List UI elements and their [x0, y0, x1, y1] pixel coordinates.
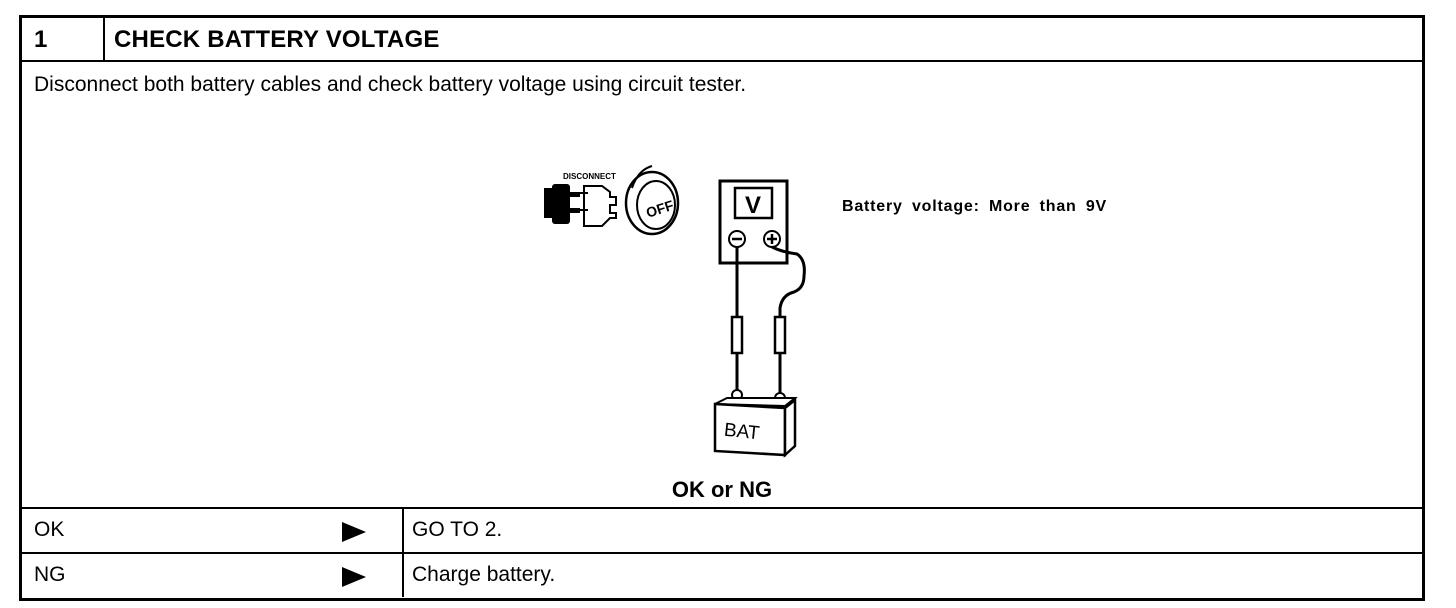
result-row-ng: NG Charge battery. — [22, 554, 1422, 597]
column-divider — [402, 554, 404, 597]
battery-label: BAT — [723, 420, 761, 445]
step-header: 1 CHECK BATTERY VOLTAGE — [22, 18, 1422, 62]
arrow-right-icon — [342, 522, 366, 542]
battery-icon: BAT — [713, 389, 798, 458]
result-action: Charge battery. — [412, 563, 556, 586]
diagnostic-procedure-table: 1 CHECK BATTERY VOLTAGE Disconnect both … — [19, 15, 1425, 601]
step-title: CHECK BATTERY VOLTAGE — [114, 26, 440, 53]
disconnect-label: DISCONNECT — [563, 172, 616, 181]
ok-or-ng-question: OK or NG — [671, 477, 773, 502]
battery-voltage-diagram: DISCONNECT OFF V — [544, 165, 806, 458]
result-label: OK — [34, 518, 65, 541]
arrow-right-icon — [342, 567, 366, 587]
result-label: NG — [34, 563, 66, 586]
result-action: GO TO 2. — [412, 518, 503, 541]
test-leads — [730, 245, 806, 402]
instruction-text: Disconnect both battery cables and check… — [34, 73, 747, 96]
step-number: 1 — [22, 18, 105, 60]
column-divider — [402, 509, 404, 552]
voltmeter-label: V — [745, 192, 761, 219]
voltmeter-icon: V — [718, 179, 789, 265]
step-body: Disconnect both battery cables and check… — [22, 62, 1422, 509]
disconnect-connector-icon: DISCONNECT — [544, 172, 617, 227]
voltage-specification: Battery voltage: More than 9V — [842, 198, 1108, 215]
ignition-off-icon: OFF — [624, 165, 680, 236]
result-row-ok: OK GO TO 2. — [22, 509, 1422, 554]
